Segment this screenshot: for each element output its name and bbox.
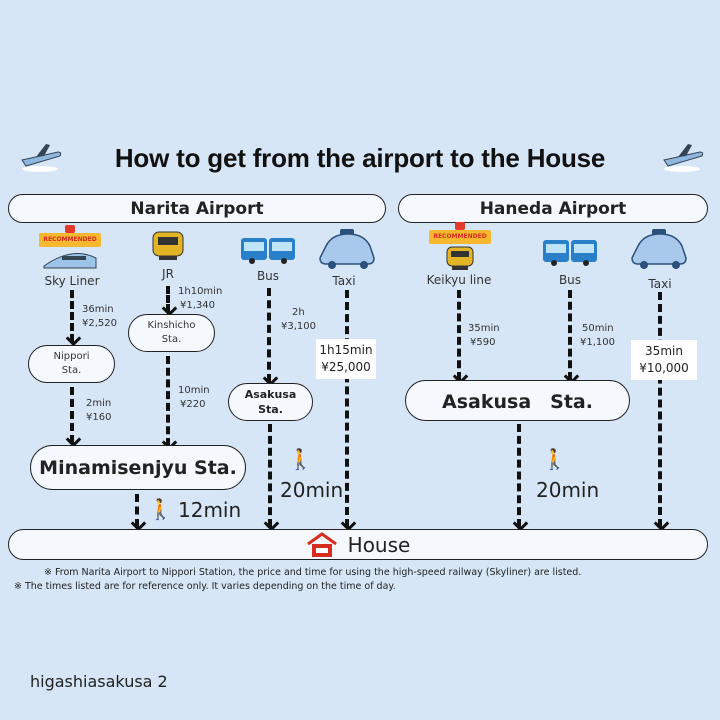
narita-taxi-price: ¥25,000 (321, 360, 371, 374)
haneda-airport-header: Haneda Airport (398, 194, 708, 223)
jr-label: JR (162, 267, 174, 281)
note-skyliner: ※ From Narita Airport to Nippori Station… (44, 567, 582, 578)
haneda-asakusa-walk-time: 20min (536, 478, 600, 502)
airplane-icon (663, 144, 704, 172)
jr-train-icon (152, 231, 184, 260)
narita-taxi-info: 1h15min ¥25,000 (316, 339, 376, 379)
haneda-taxi-price: ¥10,000 (639, 361, 689, 375)
dashed-arrow (135, 494, 139, 527)
bus-icon (543, 240, 597, 266)
dashed-arrow (457, 290, 461, 380)
skyliner-train-icon (43, 253, 97, 269)
keikyu-time: 35min (468, 323, 500, 334)
minamisenjyu-walk-time: 12min (178, 498, 242, 522)
dashed-arrow (568, 290, 572, 380)
keikyu-train-icon (446, 246, 474, 270)
narita-airport-header: Narita Airport (8, 194, 386, 223)
asakusa-sta: Sta. (258, 403, 283, 416)
dashed-arrow (166, 286, 170, 312)
jr-time: 1h10min (178, 286, 223, 297)
narita-bus-price: ¥3,100 (281, 321, 316, 332)
house-label: House (347, 532, 411, 557)
recommended-badge: RECOMMENDED (39, 233, 101, 247)
narita-bus-label: Bus (256, 269, 280, 283)
house-destination: House (8, 529, 708, 560)
jr-price: ¥1,340 (180, 300, 215, 311)
nippori-sta: Sta. (61, 365, 82, 376)
asakusa-station-haneda: Asakusa Sta. (405, 380, 630, 421)
haneda-bus-time: 50min (582, 323, 614, 334)
nippori-name: Nippori (53, 351, 90, 362)
taxi-icon (631, 229, 687, 269)
kinshicho-name: Kinshicho (147, 320, 196, 331)
dashed-arrow (517, 424, 521, 527)
narita-bus-time: 2h (292, 307, 305, 318)
asakusa-name: Asakusa (244, 388, 297, 401)
kinshicho-time: 10min (178, 385, 210, 396)
walking-people-icon: 🚶 (148, 497, 173, 521)
kinshicho-price: ¥220 (180, 399, 206, 410)
kinshicho-sta: Sta. (161, 334, 182, 345)
walking-people-icon: 🚶 (542, 447, 567, 471)
dashed-arrow (345, 290, 349, 527)
dashed-arrow (267, 288, 271, 382)
nippori-price: ¥160 (86, 412, 112, 423)
dashed-arrow (658, 292, 662, 527)
dashed-arrow (166, 356, 170, 446)
footer-label: higashiasakusa 2 (30, 672, 168, 691)
dashed-arrow (268, 424, 272, 527)
haneda-taxi-label: Taxi (648, 277, 672, 291)
haneda-taxi-info: 35min ¥10,000 (631, 340, 697, 380)
haneda-bus-price: ¥1,100 (580, 337, 615, 348)
nippori-time: 2min (86, 398, 112, 409)
house-icon (306, 531, 337, 557)
thumbs-up-icon (455, 222, 465, 230)
note-times: ※ The times listed are for reference onl… (14, 581, 396, 592)
thumbs-up-icon (65, 225, 75, 233)
narita-taxi-label: Taxi (332, 274, 356, 288)
narita-taxi-time: 1h15min (319, 343, 373, 357)
airplane-icon (21, 144, 62, 172)
taxi-icon (319, 229, 375, 269)
keikyu-label: Keikyu line (426, 273, 492, 287)
haneda-bus-label: Bus (558, 273, 582, 287)
page-title: How to get from the airport to the House (114, 143, 606, 173)
skyliner-time: 36min (82, 304, 114, 315)
bus-icon (241, 238, 295, 264)
keikyu-price: ¥590 (470, 337, 496, 348)
minamisenjyu-station: Minamisenjyu Sta. (30, 445, 246, 490)
skyliner-price: ¥2,520 (82, 318, 117, 329)
narita-asakusa-walk-time: 20min (280, 478, 344, 502)
walking-people-icon: 🚶 (288, 447, 313, 471)
skyliner-label: Sky Liner (44, 274, 100, 288)
dashed-arrow (70, 387, 74, 443)
dashed-arrow (70, 290, 74, 342)
haneda-taxi-time: 35min (645, 344, 683, 358)
recommended-badge: RECOMMENDED (429, 230, 491, 244)
